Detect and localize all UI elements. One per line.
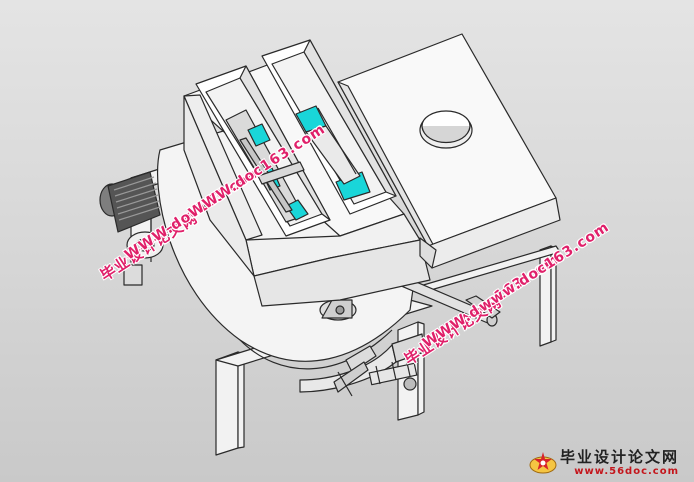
site-brand-badge[interactable]: 毕业设计论文网 www.56doc.com [528,448,688,478]
cover-box [337,33,561,269]
bottom-linkage [333,333,425,397]
left-hopper-chute [195,65,331,237]
drive-motor [99,171,164,286]
mill-star-logo-icon [529,452,557,474]
right-hopper-chute [261,39,397,215]
brand-text-block: 毕业设计论文网 www.56doc.com [560,447,680,477]
brand-url[interactable]: www.56doc.com [574,465,680,477]
brand-title: 毕业设计论文网 [560,447,680,466]
